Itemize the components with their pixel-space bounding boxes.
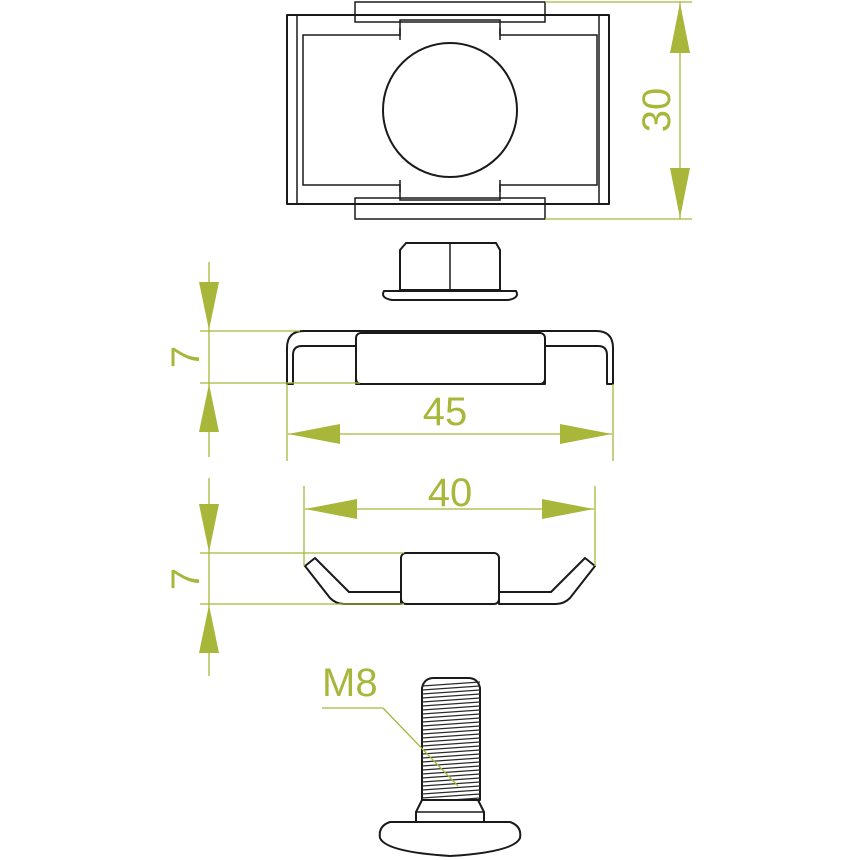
plate-top-tab <box>354 1 546 23</box>
dimension-7-clip-label: 7 <box>164 346 208 368</box>
channel-clip <box>286 330 614 385</box>
clamp-plate-top-view <box>286 1 610 220</box>
dimension-30: 30 <box>545 1 692 220</box>
dimension-7-base: 7 <box>164 478 404 676</box>
dimension-7-clip: 7 <box>164 262 360 457</box>
wing-base <box>304 552 596 605</box>
dimension-7-base-label: 7 <box>164 568 208 590</box>
dimension-45-label: 45 <box>423 390 468 434</box>
carriage-bolt <box>378 677 522 857</box>
bolt-hole <box>382 42 518 178</box>
plate-bottom-tab <box>354 197 546 220</box>
dimension-45: 45 <box>286 384 614 461</box>
dimension-40: 40 <box>303 471 596 566</box>
bolt-thread <box>422 681 480 800</box>
flange-nut <box>382 242 518 301</box>
thread-callout: M8 <box>322 661 459 787</box>
thread-callout-label: M8 <box>322 661 378 705</box>
plate-inner-rim <box>296 14 600 205</box>
dimension-40-label: 40 <box>428 471 473 515</box>
dimension-30-label: 30 <box>635 88 679 133</box>
